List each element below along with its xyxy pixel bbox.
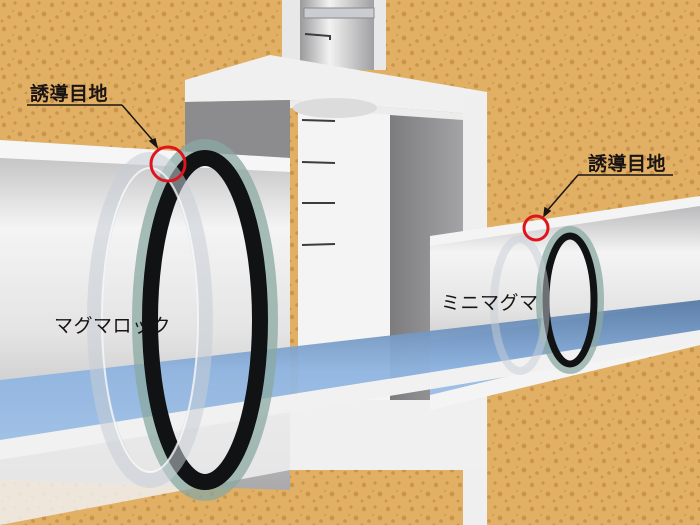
highlight-circle-left [149,145,187,183]
callout-label-left: 誘導目地 [30,83,109,105]
callout-label-right: 誘導目地 [588,153,667,175]
ladder-rungs [301,119,336,246]
product-label-small: ミニマグマ [441,292,539,314]
highlight-circle-right [522,214,550,242]
callout-leaders [27,104,673,218]
small-pipe-gasket [490,226,604,375]
product-label-large: マグマロック [54,315,172,337]
